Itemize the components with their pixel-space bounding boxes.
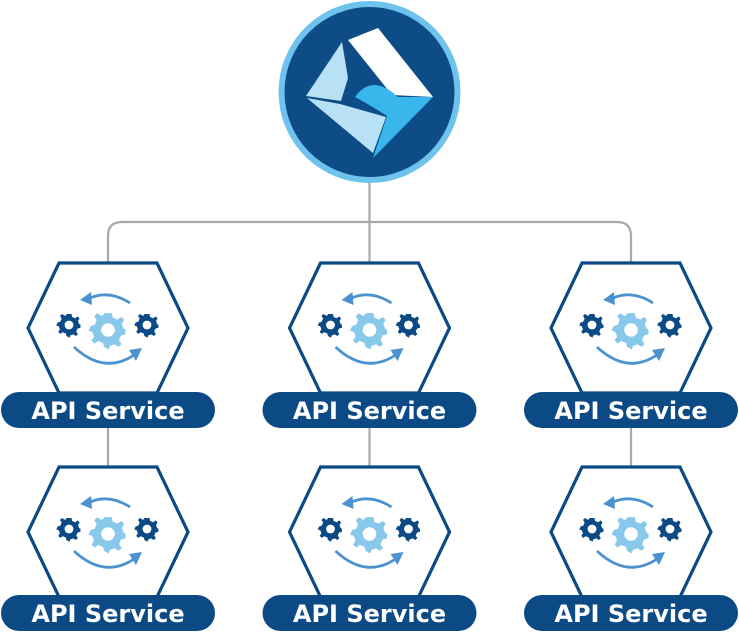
arrowhead-left-icon (80, 292, 92, 305)
left-gear-icon (317, 517, 342, 542)
left-gear-icon (317, 313, 342, 338)
arrowhead-left-icon (80, 496, 92, 509)
service-label: API Service (554, 600, 707, 628)
arrowhead-left-icon (341, 292, 354, 305)
api-service-node[interactable]: API Service (262, 261, 477, 428)
service-label: API Service (31, 600, 184, 628)
center-gear-icon (350, 313, 388, 350)
right-gear-icon (395, 313, 420, 338)
right-gear-icon (657, 517, 682, 542)
sync-arrow-bottom (596, 549, 658, 569)
arrowhead-right-icon (652, 552, 665, 565)
left-gear-icon (579, 517, 604, 542)
arrowhead-left-icon (603, 496, 615, 509)
right-gear-icon (134, 313, 159, 338)
right-gear-icon (134, 517, 159, 542)
service-label: API Service (554, 397, 707, 425)
api-service-node[interactable]: API Service (524, 261, 738, 428)
api-service-node[interactable]: API Service (524, 465, 738, 631)
center-gear-icon (88, 517, 126, 554)
arrowhead-right-icon (652, 348, 665, 361)
api-service-node[interactable]: API Service (1, 261, 215, 428)
service-label-pill (524, 392, 738, 428)
api-service-node[interactable]: API Service (1, 465, 215, 631)
sync-arrow-bottom (73, 345, 135, 365)
arrowhead-right-icon (129, 552, 142, 565)
service-label-pill (1, 392, 215, 428)
api-service-node[interactable]: API Service (262, 465, 477, 631)
right-gear-icon (657, 313, 682, 338)
sync-arrow-bottom (73, 549, 135, 569)
connector-lines (106, 178, 633, 468)
center-gear-icon (611, 313, 649, 350)
sync-arrow-bottom (596, 345, 658, 365)
center-gear-icon (611, 517, 649, 554)
service-label-pill (262, 595, 477, 631)
center-gear-icon (88, 313, 126, 350)
service-label: API Service (293, 397, 446, 425)
service-label: API Service (293, 600, 446, 628)
gears-sync-icon (317, 496, 420, 569)
sync-arrow-bottom (334, 549, 397, 569)
left-gear-icon (56, 517, 81, 542)
right-gear-icon (395, 517, 420, 542)
left-gear-icon (56, 313, 81, 338)
sync-arrow-bottom (334, 345, 397, 365)
gears-sync-icon (579, 496, 682, 569)
arrowhead-right-icon (129, 348, 142, 361)
service-label-pill (524, 595, 738, 631)
arrowhead-right-icon (390, 348, 404, 361)
service-label-pill (262, 392, 477, 428)
left-gear-icon (579, 313, 604, 338)
arrowhead-left-icon (603, 292, 615, 305)
gears-sync-icon (579, 292, 682, 365)
root-logo (278, 1, 461, 183)
gears-sync-icon (317, 292, 420, 365)
arrowhead-right-icon (390, 552, 404, 565)
center-gear-icon (350, 517, 388, 554)
gears-sync-icon (56, 292, 159, 365)
logo-emblem-icon (306, 28, 433, 158)
gears-sync-icon (56, 496, 159, 569)
service-label: API Service (31, 397, 184, 425)
arrowhead-left-icon (341, 496, 354, 509)
service-label-pill (1, 595, 215, 631)
